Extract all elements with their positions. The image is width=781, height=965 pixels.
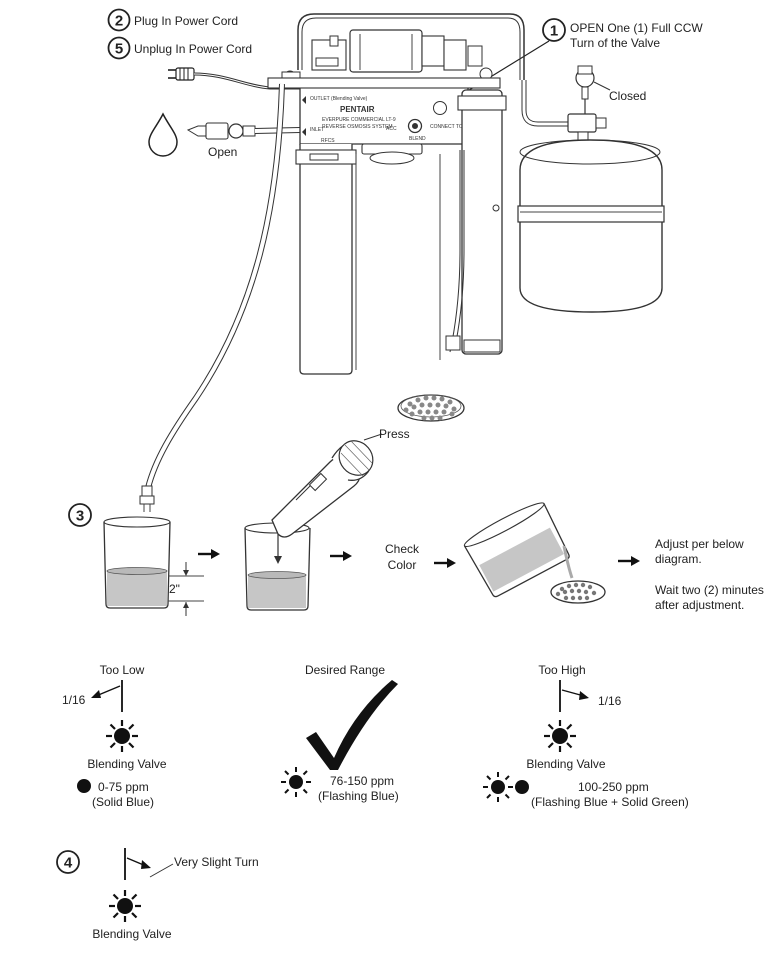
solid-led-icon	[77, 779, 91, 793]
step-4-panel: 4 Very Slight Turn Blending Valve	[56, 848, 259, 941]
step-2-text: Plug In Power Cord	[134, 14, 238, 28]
arrow-right-icon	[432, 556, 458, 570]
step-5-badge	[107, 36, 131, 60]
arrow-right-icon	[196, 547, 222, 561]
check-line2: Color	[388, 558, 417, 572]
rfcs-text: RFCS	[321, 138, 335, 144]
step-5-text: Unplug In Power Cord	[134, 42, 252, 56]
too-high-panel: Too High 1/16 Blending Valve 100-250 ppm…	[482, 663, 689, 809]
too-low-turn: 1/16	[62, 693, 86, 707]
ro-unit: OUTLET (Blending Valve) PENTAIR EVERPURE…	[267, 13, 525, 375]
turn-ccw-arrow-icon	[91, 690, 101, 698]
too-high-color: (Flashing Blue + Solid Green)	[531, 795, 689, 809]
too-high-ppm: 100-250 ppm	[578, 780, 649, 794]
tds-tester-icon	[271, 440, 374, 538]
strainer-bottom-icon	[550, 580, 606, 604]
front-panel	[299, 85, 469, 145]
flashing-led-icon	[482, 771, 514, 803]
adjust-line1: Adjust per below	[655, 537, 744, 551]
left-filter-housing	[299, 144, 353, 375]
open-label: Open	[208, 145, 237, 159]
step-2-badge	[107, 8, 131, 32]
too-low-ppm: 0-75 ppm	[98, 780, 149, 794]
conn-text: CONNECT TO DRAIN	[430, 124, 480, 130]
adjust-line2: diagram.	[655, 552, 702, 566]
step-4-badge	[56, 850, 80, 874]
blending-valve-icon	[107, 888, 143, 924]
press-pointer	[363, 433, 383, 441]
step-4-turn-label: Very Slight Turn	[174, 855, 259, 869]
too-low-color: (Solid Blue)	[92, 795, 154, 809]
water-drop-icon	[148, 112, 178, 157]
desired-color: (Flashing Blue)	[318, 789, 399, 803]
slight-turn-arrow-icon	[141, 860, 151, 869]
strainer-top-icon	[397, 394, 465, 422]
step-4-number: 4	[64, 855, 73, 872]
desired-ppm: 76-150 ppm	[330, 774, 394, 788]
blending-valve-icon	[542, 718, 578, 754]
step-3-label: 3	[68, 503, 92, 527]
step-3-badge	[68, 503, 92, 527]
press-label: Press	[379, 427, 410, 441]
depth-label: 2"	[169, 582, 180, 596]
outlet-text: OUTLET (Blending Valve)	[310, 96, 368, 102]
too-high-turn: 1/16	[598, 694, 622, 708]
blend-text: BLEND	[409, 136, 426, 142]
arrow-right-icon	[328, 549, 354, 563]
beaker-2-icon	[244, 522, 311, 611]
brand-text: PENTAIR	[340, 105, 375, 114]
step-1-number: 1	[550, 23, 558, 40]
desired-title: Desired Range	[305, 663, 385, 677]
step-1-badge	[542, 18, 566, 42]
storage-tank	[517, 139, 665, 313]
depth-indicator: 2"	[168, 562, 204, 616]
too-high-title: Too High	[538, 663, 585, 677]
step-4-valve-label: Blending Valve	[92, 927, 171, 941]
inlet-valve-open: Open	[186, 122, 301, 159]
checkmark-icon	[306, 680, 398, 770]
step-5-label: 5 Unplug In Power Cord	[107, 36, 252, 60]
arrow-right-icon	[616, 554, 642, 568]
membrane-housing	[461, 89, 503, 355]
wait-line1: Wait two (2) minutes	[655, 583, 764, 597]
step-2-label: 2 Plug In Power Cord	[107, 8, 238, 32]
wait-line2: after adjustment.	[655, 598, 744, 612]
step-2-number: 2	[115, 13, 123, 30]
pouring-beaker-icon	[463, 502, 574, 598]
pump-motor	[349, 29, 423, 73]
beaker-1-icon	[103, 516, 171, 609]
acc-text: ACC	[386, 126, 397, 132]
tank-valve-closed: Closed	[567, 65, 646, 143]
step-3-number: 3	[76, 508, 84, 525]
step-5-number: 5	[115, 41, 123, 58]
solid-led-icon	[515, 780, 529, 794]
too-high-valve: Blending Valve	[526, 757, 605, 771]
model-text: EVERPURE COMMERCIAL LT-9	[322, 117, 396, 123]
tube-outlet-fitting	[139, 485, 155, 512]
step-1-line2: Turn of the Valve	[570, 36, 660, 50]
too-low-title: Too Low	[100, 663, 145, 677]
closed-label: Closed	[609, 89, 646, 103]
too-low-panel: Too Low 1/16 Blending Valve 0-75 ppm (So…	[62, 663, 167, 809]
blending-valve-icon	[104, 718, 140, 754]
turn-cw-arrow-icon	[579, 691, 589, 700]
system-text: REVERSE OSMOSIS SYSTEM	[322, 124, 393, 130]
flashing-led-icon	[280, 766, 312, 798]
inlet-text: INLET	[310, 127, 324, 133]
step-1-line1: OPEN One (1) Full CCW	[570, 21, 703, 35]
check-line1: Check	[385, 542, 420, 556]
too-low-valve: Blending Valve	[87, 757, 166, 771]
desired-range-panel: Desired Range 76-150 ppm (Flashing Blue)	[280, 663, 399, 803]
